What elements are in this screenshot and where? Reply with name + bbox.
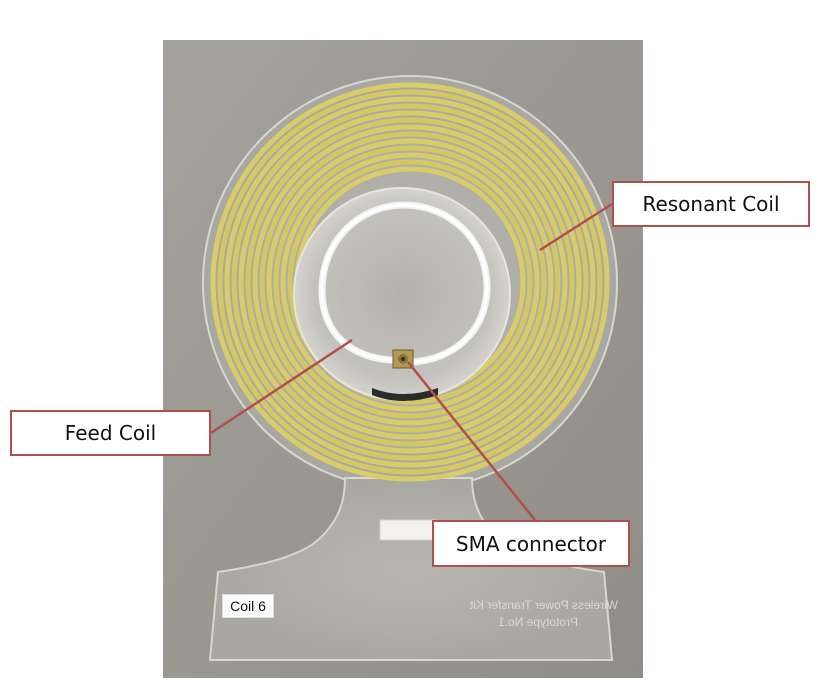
sma-connector-callout: SMA connector	[432, 520, 630, 567]
resonant-coil-label: Resonant Coil	[642, 192, 780, 216]
resonant-coil	[210, 82, 610, 482]
sticker	[379, 519, 437, 541]
coil-number-tag: Coil 6	[222, 594, 274, 618]
feed-coil	[318, 201, 491, 366]
feed-coil-callout: Feed Coil	[10, 410, 211, 456]
leader-resonant	[539, 202, 613, 252]
engraving-line-2: Prototype No.1	[498, 615, 579, 629]
engraving-line-1: Wireless Power Transfer Kit	[470, 598, 619, 612]
leader-lines	[210, 202, 613, 521]
sma-connector-label: SMA connector	[455, 531, 607, 556]
leader-feed	[210, 338, 353, 435]
connector-mount	[372, 388, 438, 401]
feed-coil-label: Feed Coil	[64, 421, 157, 445]
leader-sma	[407, 361, 536, 521]
resonant-coil-callout: Resonant Coil	[612, 181, 810, 227]
sma-connector	[392, 349, 414, 369]
